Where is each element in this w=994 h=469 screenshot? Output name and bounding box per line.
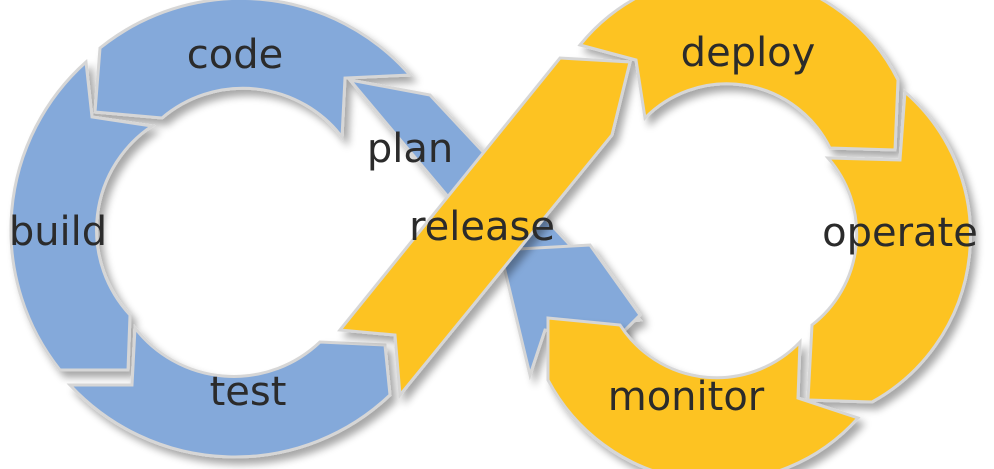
stage-label-release: release xyxy=(409,204,555,250)
monitor-segment xyxy=(546,316,861,469)
stage-label-test: test xyxy=(210,369,287,415)
operate-segment xyxy=(806,88,972,404)
stage-label-plan: plan xyxy=(367,126,453,172)
stage-label-monitor: monitor xyxy=(608,374,765,420)
deploy-segment xyxy=(577,0,900,152)
code-segment xyxy=(93,0,414,142)
stage-label-code: code xyxy=(187,32,283,78)
build-segment xyxy=(9,58,157,372)
stage-label-operate: operate xyxy=(822,210,978,256)
stage-label-deploy: deploy xyxy=(681,30,816,76)
test-segment xyxy=(66,323,392,459)
stage-label-build: build xyxy=(9,209,107,255)
release-segment xyxy=(337,56,632,399)
